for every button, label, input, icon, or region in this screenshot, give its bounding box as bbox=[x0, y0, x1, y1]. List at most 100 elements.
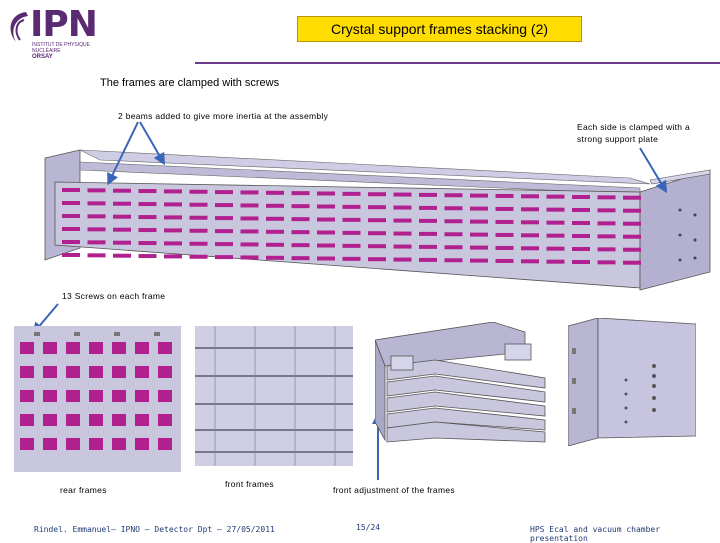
crystal-cell bbox=[62, 201, 80, 205]
crystal-cell bbox=[189, 228, 208, 233]
crystal-cell bbox=[572, 195, 590, 199]
crystal-cell bbox=[342, 256, 361, 261]
crystal-cell bbox=[66, 366, 80, 378]
crystal-cell bbox=[470, 232, 488, 237]
crystal-cell bbox=[240, 255, 259, 260]
crystal-cell bbox=[87, 201, 106, 206]
front-adjustment-image bbox=[374, 321, 553, 446]
crystal-cell bbox=[495, 258, 514, 263]
crystal-cell bbox=[419, 231, 437, 236]
crystal-cell bbox=[266, 255, 284, 260]
crystal-cell bbox=[113, 253, 131, 258]
crystal-cell bbox=[215, 190, 233, 195]
crystal-cell bbox=[215, 255, 233, 260]
crystal-cell bbox=[393, 192, 412, 197]
crystal-cell bbox=[419, 257, 437, 262]
slide-title: Crystal support frames stacking (2) bbox=[297, 16, 582, 42]
rear-frames-image bbox=[14, 326, 181, 472]
caption-beams: 2 beams added to give more inertia at th… bbox=[118, 111, 329, 121]
crystal-cell bbox=[317, 204, 335, 209]
crystal-cell bbox=[444, 193, 463, 198]
header-divider bbox=[195, 62, 720, 64]
crystal-cell bbox=[158, 342, 172, 354]
crystal-cell bbox=[43, 366, 57, 378]
crystal-cell bbox=[135, 414, 149, 426]
crystal-cell bbox=[240, 229, 259, 234]
crystal-cell bbox=[597, 234, 616, 239]
crystal-cell bbox=[112, 342, 126, 354]
crystal-cell bbox=[495, 245, 514, 250]
crystal-cell bbox=[419, 244, 437, 249]
crystal-cell bbox=[62, 253, 80, 257]
crystal-cell bbox=[113, 227, 131, 232]
crystal-cell bbox=[138, 228, 157, 233]
crystal-cell bbox=[43, 390, 57, 402]
crystal-cell bbox=[572, 247, 590, 251]
crystal-cell bbox=[215, 229, 233, 234]
front-frames-image bbox=[195, 326, 353, 466]
crystal-cell bbox=[470, 193, 488, 198]
crystal-cell bbox=[138, 215, 157, 220]
crystal-cell bbox=[291, 230, 310, 235]
crystal-cell bbox=[342, 230, 361, 235]
crystal-cell bbox=[87, 188, 106, 193]
crystal-cell bbox=[89, 366, 103, 378]
crystal-cell bbox=[470, 219, 488, 224]
crystal-cell bbox=[368, 218, 386, 223]
crystal-cell bbox=[623, 247, 641, 252]
crystal-cell bbox=[266, 203, 284, 208]
crystal-cell bbox=[317, 217, 335, 222]
crystal-cell bbox=[623, 234, 641, 239]
crystal-cell bbox=[164, 189, 182, 194]
crystal-cell bbox=[66, 438, 80, 450]
crystal-cell bbox=[43, 438, 57, 450]
crystal-cell bbox=[43, 342, 57, 354]
crystal-cell bbox=[444, 219, 463, 224]
crystal-cell bbox=[66, 390, 80, 402]
crystal-cell bbox=[138, 202, 157, 207]
crystal-cell bbox=[444, 232, 463, 237]
crystal-cell bbox=[62, 227, 80, 231]
crystal-cell bbox=[66, 414, 80, 426]
crystal-cell bbox=[135, 390, 149, 402]
crystal-cell bbox=[20, 390, 34, 402]
crystal-cell bbox=[189, 241, 208, 246]
crystal-cell bbox=[158, 390, 172, 402]
crystal-cell bbox=[444, 258, 463, 263]
crystal-cell bbox=[597, 247, 616, 252]
crystal-cell bbox=[317, 191, 335, 196]
crystal-cell bbox=[112, 414, 126, 426]
crystal-cell bbox=[317, 256, 335, 261]
crystal-cell bbox=[419, 218, 437, 223]
logo-main-text: IPN bbox=[30, 4, 98, 45]
crystal-cell bbox=[189, 189, 208, 194]
crystal-cell bbox=[495, 206, 514, 211]
crystal-cell bbox=[62, 188, 80, 192]
crystal-cell bbox=[368, 244, 386, 249]
crystal-cell bbox=[444, 206, 463, 211]
crystal-cell bbox=[291, 191, 310, 196]
crystal-cell bbox=[342, 243, 361, 248]
crystal-cell bbox=[158, 414, 172, 426]
crystal-cell bbox=[158, 366, 172, 378]
crystal-cell bbox=[215, 203, 233, 208]
crystal-cell bbox=[572, 208, 590, 212]
crystal-cell bbox=[20, 366, 34, 378]
crystal-cell bbox=[113, 188, 131, 193]
footer-page-number: 15/24 bbox=[356, 523, 381, 532]
crystal-cell bbox=[20, 414, 34, 426]
crystal-cell bbox=[20, 438, 34, 450]
crystal-cell bbox=[342, 217, 361, 222]
crystal-cell bbox=[87, 214, 106, 219]
crystal-cell bbox=[317, 230, 335, 235]
crystal-cell bbox=[317, 243, 335, 248]
crystal-cell bbox=[393, 244, 412, 249]
crystal-cell bbox=[113, 240, 131, 245]
crystal-cell bbox=[291, 256, 310, 261]
crystal-cell bbox=[470, 245, 488, 250]
crystal-cell bbox=[623, 195, 641, 200]
crystal-cell bbox=[546, 194, 565, 199]
crystal-cell bbox=[215, 216, 233, 221]
logo-place-text: ORSAY bbox=[32, 54, 53, 60]
